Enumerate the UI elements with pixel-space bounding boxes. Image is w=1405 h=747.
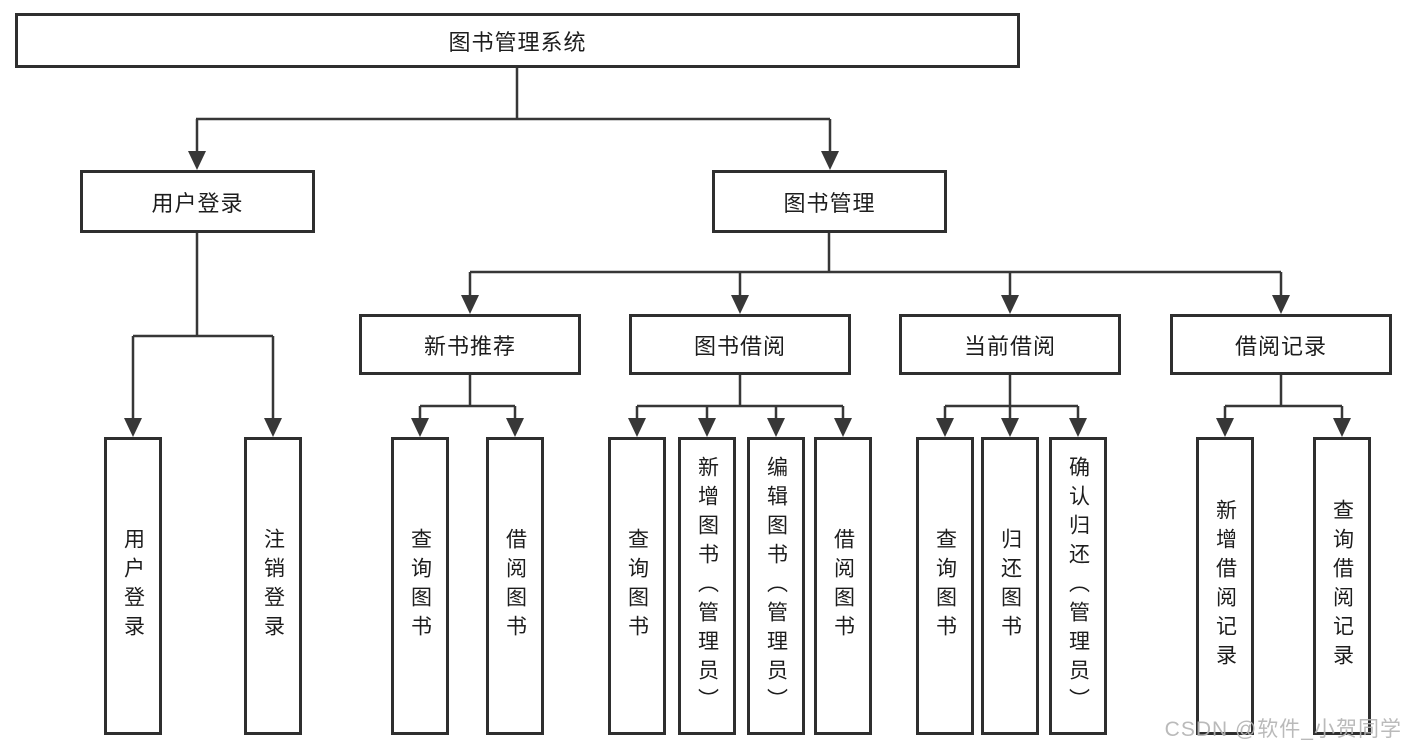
leaf-query-books-recommend: 查询图书 bbox=[391, 437, 449, 735]
leaf-edit-book-admin: 编辑图书（管理员） bbox=[747, 437, 805, 735]
node-label: 图书管理系统 bbox=[448, 29, 587, 55]
node-label: 借阅图书 bbox=[503, 528, 527, 644]
leaf-return-book: 归还图书 bbox=[981, 437, 1039, 735]
node-label: 查询图书 bbox=[408, 528, 432, 644]
node-label: 借阅图书 bbox=[831, 528, 855, 644]
leaf-add-book-admin: 新增图书（管理员） bbox=[678, 437, 736, 735]
node-book-management: 图书管理 bbox=[712, 170, 947, 233]
node-book-borrowing: 图书借阅 bbox=[629, 314, 851, 375]
csdn-watermark: CSDN @软件_小贺同学 bbox=[1164, 718, 1402, 741]
leaf-borrow-books-recommend: 借阅图书 bbox=[486, 437, 544, 735]
leaf-logout: 注销登录 bbox=[244, 437, 302, 735]
node-label: 借阅记录 bbox=[1234, 333, 1327, 359]
node-label: 新书推荐 bbox=[423, 333, 516, 359]
node-label: 编辑图书（管理员） bbox=[764, 455, 788, 717]
node-label: 注销登录 bbox=[261, 528, 285, 644]
node-new-book-recommend: 新书推荐 bbox=[359, 314, 581, 375]
node-label: 用户登录 bbox=[121, 528, 145, 644]
node-label: 确认归还（管理员） bbox=[1066, 455, 1090, 717]
leaf-confirm-return-admin: 确认归还（管理员） bbox=[1049, 437, 1107, 735]
node-label: 查询借阅记录 bbox=[1330, 499, 1354, 673]
leaf-borrow-books: 借阅图书 bbox=[814, 437, 872, 735]
node-current-borrowing: 当前借阅 bbox=[899, 314, 1121, 375]
node-label: 新增借阅记录 bbox=[1213, 499, 1237, 673]
node-label: 图书借阅 bbox=[693, 333, 786, 359]
node-label: 新增图书（管理员） bbox=[695, 455, 719, 717]
leaf-query-books-current: 查询图书 bbox=[916, 437, 974, 735]
node-label: 归还图书 bbox=[998, 528, 1022, 644]
leaf-query-borrow-record: 查询借阅记录 bbox=[1313, 437, 1371, 735]
node-library-system: 图书管理系统 bbox=[15, 13, 1020, 68]
arrowheads bbox=[124, 151, 1351, 437]
node-label: 查询图书 bbox=[933, 528, 957, 644]
node-label: 当前借阅 bbox=[963, 333, 1056, 359]
node-label: 查询图书 bbox=[625, 528, 649, 644]
node-label: 用户登录 bbox=[151, 190, 244, 216]
leaf-query-books-borrow: 查询图书 bbox=[608, 437, 666, 735]
node-borrowing-records: 借阅记录 bbox=[1170, 314, 1392, 375]
leaf-user-login: 用户登录 bbox=[104, 437, 162, 735]
leaf-add-borrow-record: 新增借阅记录 bbox=[1196, 437, 1254, 735]
node-user-login: 用户登录 bbox=[80, 170, 315, 233]
node-label: 图书管理 bbox=[783, 190, 876, 216]
